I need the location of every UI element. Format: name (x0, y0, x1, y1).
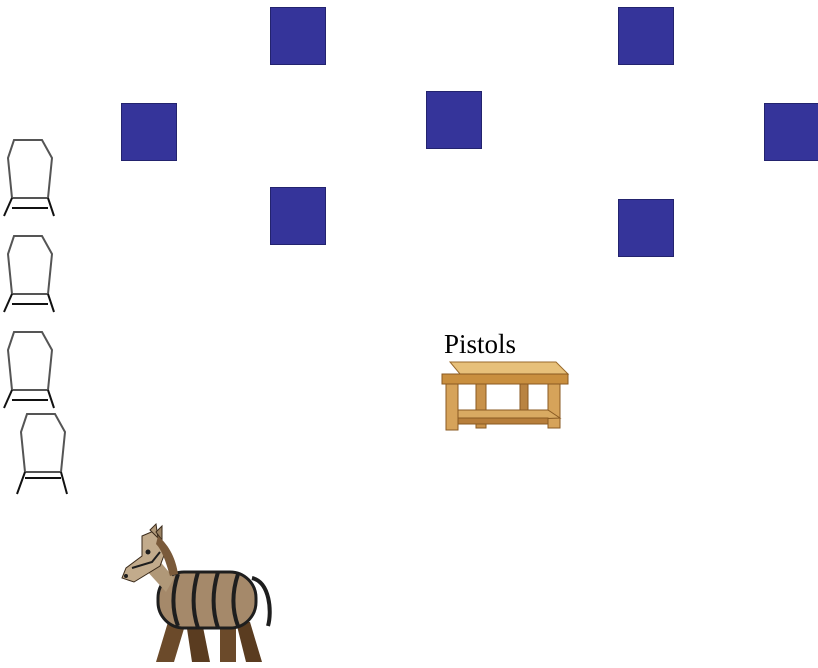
board-tile[interactable] (426, 91, 482, 149)
board-tile[interactable] (764, 103, 818, 161)
guard-outline-icon[interactable] (15, 410, 71, 500)
wooden-table-icon (436, 354, 572, 434)
board-tile[interactable] (121, 103, 177, 161)
board-tile[interactable] (618, 7, 674, 65)
board-tile[interactable] (618, 199, 674, 257)
guard-outline-icon[interactable] (2, 232, 58, 322)
guard-outline-icon[interactable] (2, 136, 58, 226)
board-tile[interactable] (270, 187, 326, 245)
pistols-table-item[interactable]: Pistols (436, 328, 572, 436)
board-tile[interactable] (270, 7, 326, 65)
guard-outline-icon[interactable] (2, 328, 58, 418)
barrel-horse-icon[interactable] (112, 522, 278, 668)
